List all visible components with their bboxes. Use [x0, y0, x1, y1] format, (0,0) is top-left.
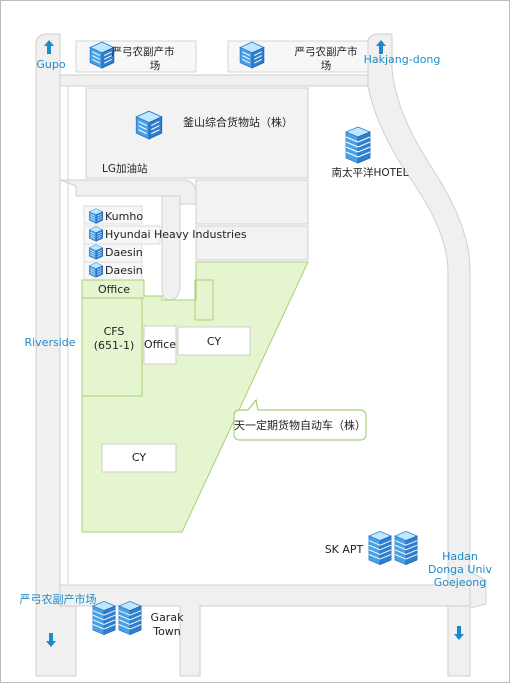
cy-top-label: CY [207, 335, 221, 348]
direction-hakjang: Hakjang-dong [364, 53, 441, 66]
garak-building-icon-1 [92, 600, 116, 636]
kumho-building-icon [88, 208, 104, 224]
cfs-building [81, 297, 143, 397]
hyundai-label: Hyundai Heavy Industries [105, 228, 247, 241]
office-mid-building [143, 325, 177, 365]
busan-terminal-label: 釜山综合货物站（株） [183, 115, 293, 129]
sk-apt-building-icon-2 [394, 530, 418, 566]
hotel-label: 南太平洋HOTEL [331, 166, 408, 179]
direction-hadan: Hadan [442, 550, 478, 563]
daesin2-building-icon [88, 262, 104, 278]
garak-building-icon-2 [118, 600, 142, 636]
daesin2-label: Daesin [105, 264, 143, 277]
office-top-label: Office [98, 283, 130, 296]
market-left-building-icon [89, 41, 115, 69]
market-right: 严弓农副产市 场 [227, 40, 369, 73]
callout-bubble: 天一定期货物自动车（株） [233, 398, 367, 441]
daesin1-label: Daesin [105, 246, 143, 259]
cy-bottom-yard [101, 443, 177, 473]
road-edges [60, 86, 448, 586]
cy-top-yard [177, 326, 251, 356]
road-network [35, 33, 487, 677]
direction-market-bottom: 严弓农副产市场 [20, 592, 97, 606]
callout-label: 天一定期货物自动车（株） [234, 418, 366, 432]
busan-terminal-block: 釜山综合货物站（株） [85, 87, 309, 179]
market-left-label: 严弓农副产市 [112, 45, 175, 58]
site-gate-block [194, 279, 214, 321]
sk-apt-label: SK APT [325, 543, 364, 556]
sk-apt-building-icon-1 [368, 530, 392, 566]
direction-goejeong: Goejeong [434, 576, 487, 589]
direction-gupo: Gupo [36, 58, 65, 71]
market-right-label: 严弓农副产市 [295, 45, 358, 58]
market-left-label-2: 场 [150, 59, 161, 72]
hyundai-building-icon [88, 226, 104, 242]
cfs-label: CFS [104, 325, 125, 338]
cargo-site: Office CFS (651-1) Office CY CY [81, 261, 309, 533]
daesin1-building-icon [88, 244, 104, 260]
garak-label-2: Town [152, 625, 181, 638]
direction-donga-univ: Donga Univ [428, 563, 492, 576]
lg-station-label: LG加油站 [102, 162, 148, 175]
office-mid-label: Office [144, 338, 176, 351]
cfs-number-label: (651-1) [94, 339, 135, 352]
cy-bottom-label: CY [132, 451, 146, 464]
market-right-building-icon [239, 41, 265, 69]
hotel-building-icon [345, 126, 371, 164]
busan-terminal-building-icon [135, 110, 163, 140]
company-list: Kumho Hyundai Heavy Industries Daesin Da… [83, 205, 247, 281]
direction-riverside: Riverside [24, 336, 75, 349]
market-left: 严弓农副产市 场 [75, 40, 197, 73]
warehouse-block-2 [195, 225, 309, 261]
market-right-label-2: 场 [321, 59, 332, 72]
garak-label: Garak [151, 611, 185, 624]
kumho-label: Kumho [105, 210, 143, 223]
warehouse-block-1 [195, 179, 309, 225]
